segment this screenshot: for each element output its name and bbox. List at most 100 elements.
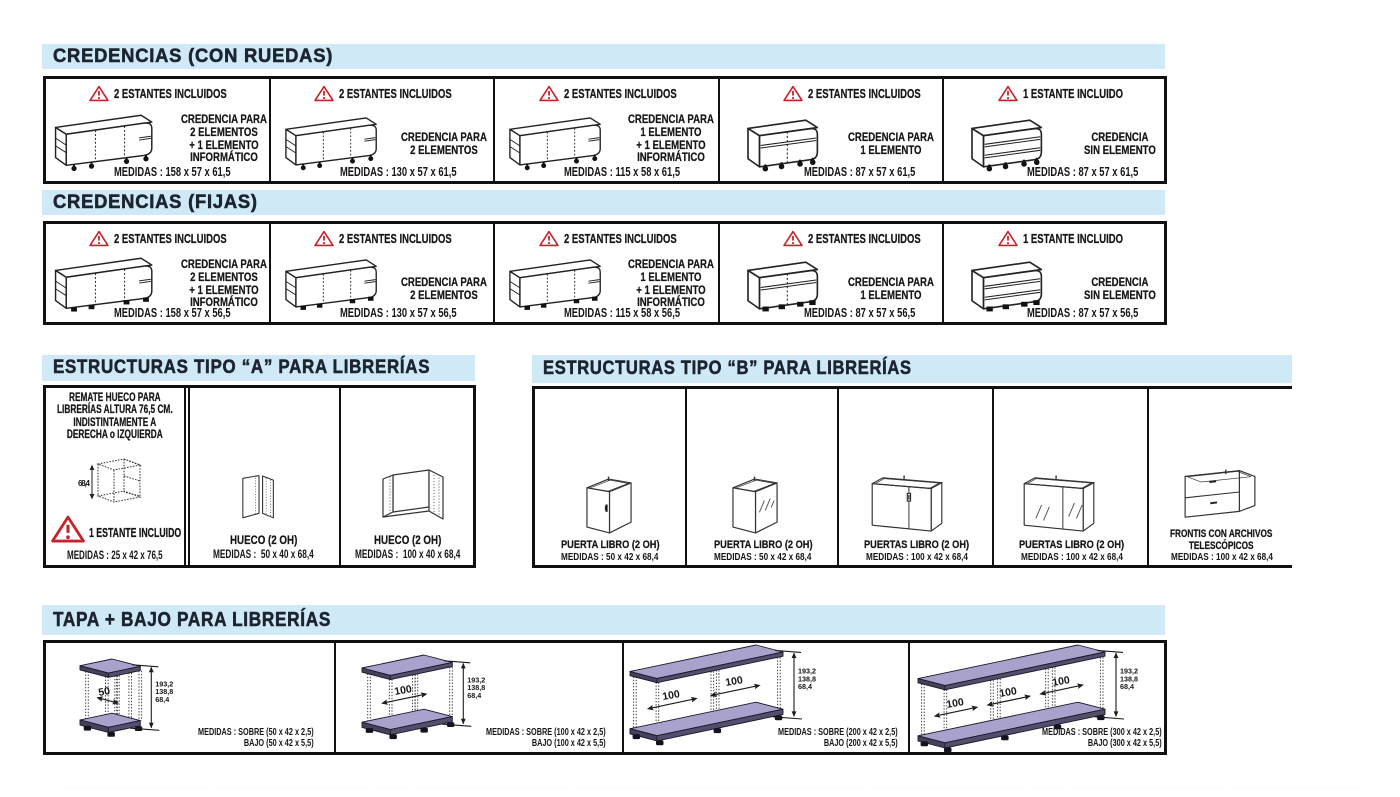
cell-medidas: MEDIDAS : 158 x 57 x 56,5 xyxy=(114,305,231,320)
cell-medidas: MEDIDAS : 100 x 42 x 68,4 xyxy=(1020,551,1123,563)
cell-description: CREDENCIA PARA 1 ELEMENTO + 1 ELEMENTO I… xyxy=(628,112,714,165)
badge-estantes: 2 ESTANTES INCLUIDOS xyxy=(740,230,964,247)
width-dim-label: 100 xyxy=(1051,674,1070,689)
height-dim-1: 193,2 xyxy=(467,676,485,685)
cell-description: CREDENCIA SIN ELEMENTO xyxy=(1084,275,1157,302)
warning-icon xyxy=(783,85,803,102)
section-title: CREDENCIAS (FIJAS) xyxy=(53,191,258,213)
badge-text: 1 ESTANTE INCLUIDO xyxy=(1023,86,1124,101)
table-cell: 2 ESTANTES INCLUIDOS CREDENCIA PARA 2 EL… xyxy=(269,79,495,181)
table-cell: 2 ESTANTES INCLUIDOS CREDENCIA PARA 1 EL… xyxy=(718,79,944,181)
cell-description: CREDENCIA SIN ELEMENTO xyxy=(1084,130,1157,157)
cabinet-drawing xyxy=(585,475,634,534)
badge-estantes: 1 ESTANTE INCLUIDO xyxy=(950,230,1172,247)
table-cell: PUERTAS LIBRO (2 OH) MEDIDAS : 100 x 42 … xyxy=(992,389,1149,565)
height-dim-2: 138,8 xyxy=(155,687,173,696)
badge-text: 1 ESTANTE INCLUIDO xyxy=(89,526,182,540)
section-title: ESTRUCTURAS TIPO “A” PARA LIBRERÍAS xyxy=(53,357,431,379)
section-title: ESTRUCTURAS TIPO “B” PARA LIBRERÍAS xyxy=(543,358,912,380)
width-dim-label: 100 xyxy=(945,696,964,711)
width-dim-label: 100 xyxy=(998,685,1017,700)
badge-estante: 1 ESTANTE INCLUIDO xyxy=(51,514,184,544)
table-cell: HUECO (2 OH) MEDIDAS : 100 x 40 x 68,4 xyxy=(339,388,475,565)
width-dim-label: 100 xyxy=(393,683,412,698)
cell-medidas: MEDIDAS : 87 x 57 x 56,5 xyxy=(804,305,916,320)
height-dim-2: 138,8 xyxy=(798,674,816,683)
table-cell: PUERTAS LIBRO (2 OH) MEDIDAS : 100 x 42 … xyxy=(837,389,994,565)
cell-description: CREDENCIA PARA 2 ELEMENTOS + 1 ELEMENTO … xyxy=(181,257,267,310)
badge-text: 2 ESTANTES INCLUIDOS xyxy=(808,231,921,246)
cell-medidas: MEDIDAS : 158 x 57 x 61,5 xyxy=(114,164,231,179)
section-header-estructuras-b: ESTRUCTURAS TIPO “B” PARA LIBRERÍAS xyxy=(532,355,1292,383)
section-header-tapa-bajo: TAPA + BAJO PARA LIBRERÍAS xyxy=(42,605,1165,635)
cabinet-drawing xyxy=(1183,461,1257,523)
table-estructuras-b: PUERTA LIBRO (2 OH) MEDIDAS : 50 x 42 x … xyxy=(532,386,1292,568)
table-cell: FRONTIS CON ARCHIVOS TELESCÓPICOS MEDIDA… xyxy=(1147,389,1294,565)
table-tapa-bajo: 50 193,2 138,8 68,4 MEDIDAS : SOBRE (50 … xyxy=(43,640,1167,755)
cabinet-drawing xyxy=(731,475,780,534)
cell-label: HUECO (2 OH) xyxy=(374,535,442,547)
height-dim-1: 193,2 xyxy=(1120,667,1138,676)
cell-description: CREDENCIA PARA 1 ELEMENTO + 1 ELEMENTO I… xyxy=(628,257,714,310)
section-title: TAPA + BAJO PARA LIBRERÍAS xyxy=(53,608,331,631)
table-cell: 2 ESTANTES INCLUIDOS CREDENCIA PARA 1 EL… xyxy=(493,224,720,322)
hueco-drawing xyxy=(232,472,286,525)
height-dim-3: 68,4 xyxy=(155,695,169,704)
badge-text: 2 ESTANTES INCLUIDOS xyxy=(808,86,921,101)
cell-medidas: MEDIDAS : SOBRE (100 x 42 x 2,5) BAJO (1… xyxy=(486,727,606,749)
table-cell: 100 100 193,2 138,8 68,4 MEDIDAS : SOBRE… xyxy=(622,643,910,752)
cell-medidas: MEDIDAS : SOBRE (200 x 42 x 2,5) BAJO (2… xyxy=(778,727,898,749)
cell-medidas: MEDIDAS : 100 x 42 x 68,4 xyxy=(1170,551,1273,563)
warning-icon xyxy=(998,230,1019,247)
table-credencias-con-ruedas: 2 ESTANTES INCLUIDOS CREDENCIA PARA 2 EL… xyxy=(43,76,1167,184)
badge-estantes: 2 ESTANTES INCLUIDOS xyxy=(46,230,269,247)
cell-medidas: MEDIDAS : 87 x 57 x 56,5 xyxy=(1027,305,1139,320)
badge-estantes: 2 ESTANTES INCLUIDOS xyxy=(46,85,269,102)
table-cell: 2 ESTANTES INCLUIDOS CREDENCIA PARA 1 EL… xyxy=(493,79,720,181)
warning-icon xyxy=(538,230,559,247)
cell-description: CREDENCIA PARA 2 ELEMENTOS xyxy=(401,275,487,302)
table-cell: 100 193,2 138,8 68,4 MEDIDAS : SOBRE (10… xyxy=(334,643,624,752)
page-cut-line xyxy=(60,787,1365,788)
cell-medidas: MEDIDAS : 87 x 57 x 61,5 xyxy=(1027,164,1139,179)
warning-icon xyxy=(314,230,334,247)
table-cell: 100 100 100 193,2 138,8 68,4 MEDIDAS : S… xyxy=(908,643,1166,753)
warning-icon xyxy=(88,230,109,247)
width-dim-label: 100 xyxy=(661,688,680,703)
badge-text: 2 ESTANTES INCLUIDOS xyxy=(339,86,452,101)
height-dim-3: 68,4 xyxy=(1120,682,1134,691)
table-cell: 2 ESTANTES INCLUIDOS CREDENCIA PARA 2 EL… xyxy=(46,224,269,322)
section-header-credencias-con-ruedas: CREDENCIAS (CON RUEDAS) xyxy=(42,44,1165,69)
cabinet-drawing xyxy=(870,474,944,532)
cell-medidas: MEDIDAS : 130 x 57 x 61,5 xyxy=(339,164,457,179)
cell-label: PUERTAS LIBRO (2 OH) xyxy=(1018,538,1125,551)
double-divider-line xyxy=(188,388,190,565)
section-header-estructuras-a: ESTRUCTURAS TIPO “A” PARA LIBRERÍAS xyxy=(42,355,475,381)
badge-text: 2 ESTANTES INCLUIDOS xyxy=(339,231,452,246)
warning-icon xyxy=(88,85,109,102)
cell-medidas: MEDIDAS : 115 x 58 x 56,5 xyxy=(564,305,681,320)
badge-estantes: 2 ESTANTES INCLUIDOS xyxy=(495,230,720,247)
cell-medidas: MEDIDAS : SOBRE (50 x 42 x 2,5) BAJO (50… xyxy=(198,727,314,749)
badge-text: 2 ESTANTES INCLUIDOS xyxy=(563,231,677,246)
cell-label: PUERTA LIBRO (2 OH) xyxy=(560,538,660,551)
badge-estantes: 2 ESTANTES INCLUIDOS xyxy=(495,85,720,102)
cell-label: HUECO (2 OH) xyxy=(229,535,298,547)
table-estructuras-a: REMATE HUECO PARA LIBRERÍAS ALTURA 76,5 … xyxy=(43,385,476,568)
height-dim-1: 193,2 xyxy=(155,680,173,689)
badge-text: 1 ESTANTE INCLUIDO xyxy=(1023,231,1124,246)
warning-icon xyxy=(538,85,559,102)
cell-description: CREDENCIA PARA 1 ELEMENTO xyxy=(848,130,934,157)
nicho-drawing: 68,4 xyxy=(78,452,142,510)
cell-medidas: MEDIDAS : 115 x 58 x 61,5 xyxy=(564,164,681,179)
height-dim-2: 138,8 xyxy=(1120,674,1138,683)
cabinet-drawing xyxy=(1022,474,1096,532)
warning-icon xyxy=(314,85,334,102)
table-credencias-fijas: 2 ESTANTES INCLUIDOS CREDENCIA PARA 2 EL… xyxy=(43,221,1167,325)
badge-estantes: 2 ESTANTES INCLUIDOS xyxy=(271,230,495,247)
height-dim-3: 68,4 xyxy=(467,691,481,700)
cell-medidas: MEDIDAS : 50 x 42 x 68,4 xyxy=(561,551,659,563)
cell-medidas: MEDIDAS : 87 x 57 x 61,5 xyxy=(804,164,916,179)
warning-icon xyxy=(783,230,803,247)
hueco-drawing xyxy=(379,467,447,525)
